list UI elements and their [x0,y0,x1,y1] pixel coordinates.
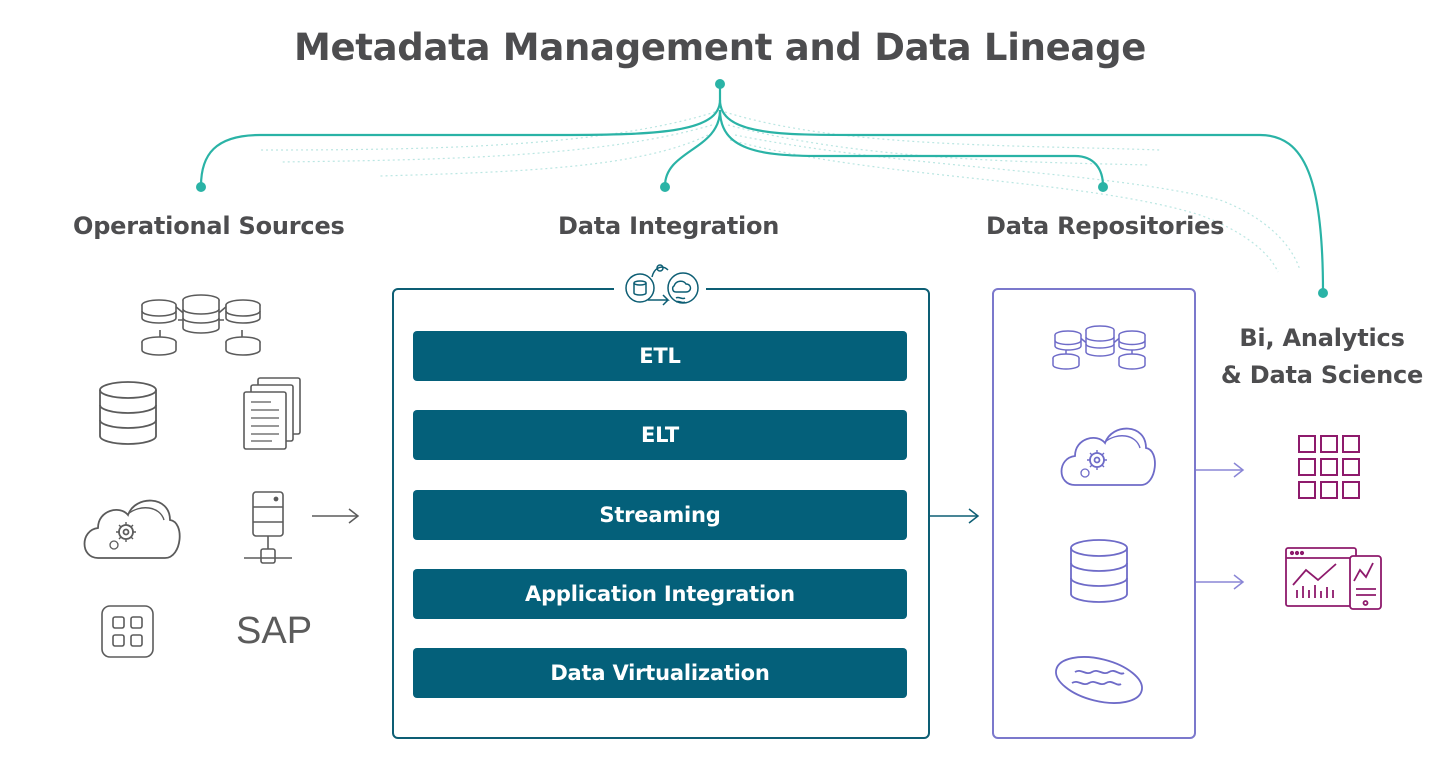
diagram-title: Metadata Management and Data Lineage [293,26,1147,69]
label-bi-analytics: Bi, Analytics & Data Science [1216,320,1428,394]
analytics-dashboard-icon [1285,547,1382,610]
method-elt: ELT [413,410,907,460]
bi-label-line2: & Data Science [1220,361,1424,389]
app-grid-icon [101,605,154,658]
cloud-gear-icon [83,499,181,559]
method-application-integration: Application Integration [413,569,907,619]
data-repositories-panel [992,288,1196,739]
database-icon [99,381,157,445]
lineage-tree [199,84,1325,293]
repo-database-cluster-icon [1052,325,1146,370]
label-data-integration: Data Integration [558,212,780,240]
documents-icon [243,377,301,450]
method-streaming: Streaming [413,490,907,540]
bi-label-line1: Bi, Analytics [1239,324,1405,352]
repo-cloud-gear-icon [1060,427,1156,486]
repo-database-icon [1070,539,1128,603]
integration-to-repositories-arrow [930,508,980,524]
data-lake-icon [1055,656,1143,704]
integration-transform-icon [614,262,706,320]
sources-to-integration-arrow [312,508,360,524]
grid-table-icon [1298,435,1360,499]
database-cluster-icon [141,294,261,356]
label-data-repositories: Data Repositories [986,212,1225,240]
method-data-virtualization: Data Virtualization [413,648,907,698]
server-network-icon [244,491,292,564]
lineage-nodes [196,79,1328,298]
method-etl: ETL [413,331,907,381]
sap-logo-text: SAP [236,610,313,652]
label-operational-sources: Operational Sources [73,212,345,240]
repositories-to-outputs-arrows [1196,462,1245,590]
